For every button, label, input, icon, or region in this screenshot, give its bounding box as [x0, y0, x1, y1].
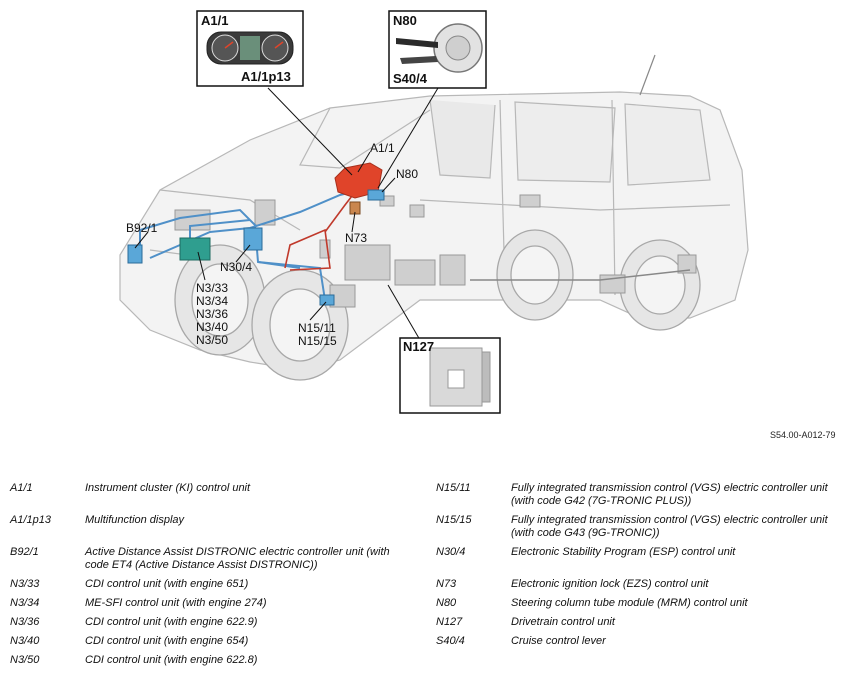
label-n3-34: N3/34 — [196, 294, 229, 308]
n80-unit — [367, 189, 385, 201]
legend-code: B92/1 — [10, 546, 39, 558]
legend-code: N15/11 — [436, 482, 471, 494]
label-b921: B92/1 — [126, 221, 158, 235]
legend-row: S40/4 Cruise control lever — [436, 635, 846, 649]
inset-a11 — [196, 10, 304, 87]
legend-row: N73 Electronic ignition lock (EZS) contr… — [436, 578, 846, 592]
label-n80-box-title: N80 — [393, 13, 417, 28]
label-s404-box: S40/4 — [393, 71, 427, 86]
legend-row: N3/34 ME-SFI control unit (with engine 2… — [10, 597, 420, 611]
label-a11: A1/1 — [370, 141, 395, 155]
label-n304: N30/4 — [220, 260, 253, 274]
a11-unit — [334, 162, 383, 199]
legend-desc: Electronic ignition lock (EZS) control u… — [511, 578, 709, 590]
legend-desc: Steering column tube module (MRM) contro… — [511, 597, 748, 609]
leader-lines — [134, 87, 439, 341]
legend: A1/1 Instrument cluster (KI) control uni… — [0, 476, 849, 675]
legend-code: N3/50 — [10, 654, 40, 666]
legend-desc: Multifunction display — [85, 514, 185, 526]
legend-row: N3/50 CDI control unit (with engine 622.… — [10, 654, 420, 668]
label-n3-36: N3/36 — [196, 307, 229, 321]
legend-row: A1/1p13 Multifunction display — [10, 514, 420, 540]
vehicle-illustration — [119, 10, 749, 414]
n15-unit — [319, 294, 335, 306]
legend-code: N3/34 — [10, 597, 40, 609]
legend-row: N15/11 Fully integrated transmission con… — [436, 482, 846, 508]
vehicle-diagram: A1/1 A1/1p13 N80 S40/4 N127 A1/1 N80 N73… — [119, 10, 836, 440]
legend-code: A1/1p13 — [10, 514, 51, 526]
legend-code: N127 — [436, 616, 463, 628]
label-n3-40: N3/40 — [196, 320, 229, 334]
legend-desc: CDI control unit (with engine 622.9) — [85, 616, 258, 628]
wheels — [174, 229, 701, 381]
legend-row: N3/33 CDI control unit (with engine 651) — [10, 578, 420, 592]
legend-desc: Instrument cluster (KI) control unit — [85, 482, 251, 494]
legend-row: N30/4 Electronic Stability Program (ESP)… — [436, 546, 846, 560]
legend-code: N3/33 — [10, 578, 40, 590]
legend-row: N3/36 CDI control unit (with engine 622.… — [10, 616, 420, 630]
legend-desc: Fully integrated transmission control (V… — [511, 482, 828, 507]
legend-code: S40/4 — [436, 635, 465, 647]
legend-code: N73 — [436, 578, 457, 590]
label-n15-11: N15/11 — [298, 321, 336, 335]
inset-n127 — [399, 337, 501, 414]
label-n15-15: N15/15 — [298, 334, 337, 348]
b921-unit — [127, 244, 143, 264]
legend-row: A1/1 Instrument cluster (KI) control uni… — [10, 482, 420, 508]
legend-code: N30/4 — [436, 546, 466, 558]
legend-desc: ME-SFI control unit (with engine 274) — [85, 597, 267, 609]
label-n127-box: N127 — [403, 339, 435, 354]
label-n3-50: N3/50 — [196, 333, 229, 347]
legend-desc: Active Distance Assist DISTRONIC electri… — [85, 546, 390, 571]
engine-components — [174, 194, 697, 308]
legend-desc: CDI control unit (with engine 651) — [85, 578, 249, 590]
legend-desc: Electronic Stability Program (ESP) contr… — [511, 546, 736, 558]
legend-desc: Cruise control lever — [511, 635, 606, 647]
legend-desc: CDI control unit (with engine 622.8) — [85, 654, 258, 666]
legend-code: N80 — [436, 597, 457, 609]
legend-code: N3/36 — [10, 616, 40, 628]
legend-row: N3/40 CDI control unit (with engine 654) — [10, 635, 420, 649]
label-n80: N80 — [396, 167, 419, 181]
label-n3-33: N3/33 — [196, 281, 229, 295]
label-n15-stack: N15/11 N15/15 — [298, 322, 337, 348]
legend-code: N15/15 — [436, 514, 472, 526]
legend-desc: Fully integrated transmission control (V… — [511, 514, 828, 539]
figure-reference: S54.00-A012-79 — [770, 430, 836, 440]
legend-desc: CDI control unit (with engine 654) — [85, 635, 249, 647]
label-a11p13-box: A1/1p13 — [241, 69, 291, 84]
label-n73: N73 — [345, 231, 368, 245]
legend-code: N3/40 — [10, 635, 40, 647]
legend-row: N80 Steering column tube module (MRM) co… — [436, 597, 846, 611]
inset-n80 — [388, 10, 487, 89]
legend-row: N127 Drivetrain control unit — [436, 616, 846, 630]
n3-unit — [179, 237, 211, 261]
legend-row: N15/15 Fully integrated transmission con… — [436, 514, 846, 540]
control-units — [127, 162, 385, 306]
label-n3-stack: N3/33 N3/34 N3/36 N3/40 N3/50 — [196, 282, 228, 347]
legend-code: A1/1 — [10, 482, 33, 494]
label-a11-box-title: A1/1 — [201, 13, 229, 28]
legend-desc: Drivetrain control unit — [511, 616, 615, 628]
legend-row: B92/1 Active Distance Assist DISTRONIC e… — [10, 546, 420, 572]
n304-unit — [243, 227, 263, 251]
